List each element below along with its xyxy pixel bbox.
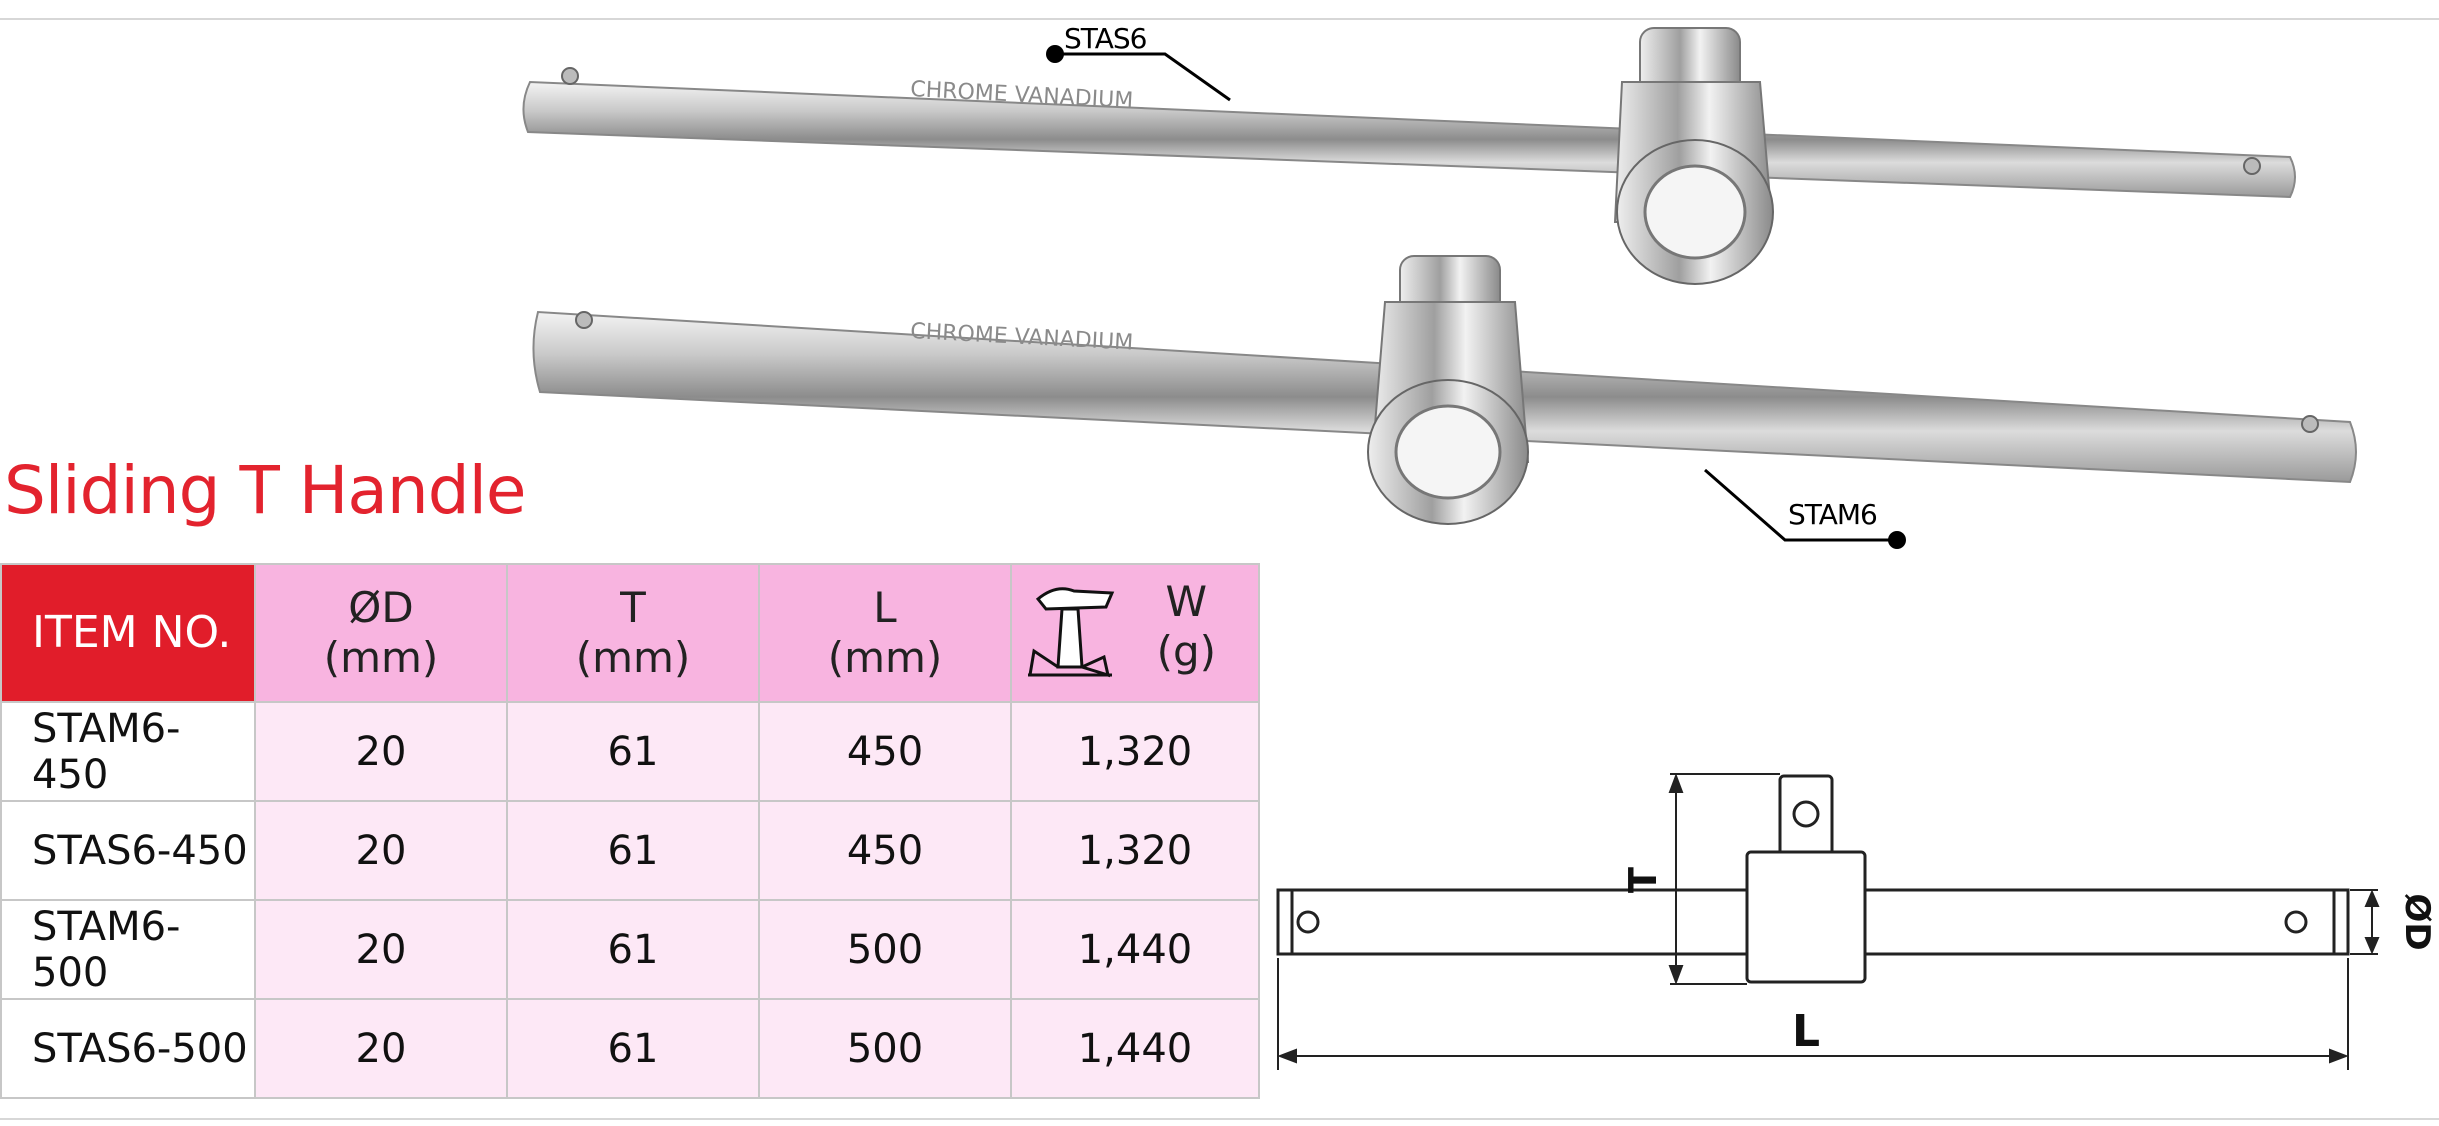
- row-weight: 1,440: [1010, 899, 1260, 1000]
- row-diameter: 20: [254, 998, 508, 1099]
- row-length: 500: [758, 899, 1012, 1000]
- row-t: 61: [506, 701, 760, 802]
- row-t: 61: [506, 998, 760, 1099]
- row-length: 450: [758, 800, 1012, 901]
- header-diameter-unit: (mm): [323, 633, 439, 682]
- table-row: STAS6-450 20 61 450 1,320: [0, 800, 1260, 901]
- header-weight-symbol: W: [1165, 577, 1208, 626]
- callout-label-stam6: STAM6: [1788, 498, 1878, 531]
- product-photo: CHROME VANADIUM CHROME VANADIUM: [522, 27, 2357, 549]
- callout-line-top: [1055, 52, 1231, 102]
- header-t-symbol: T: [620, 582, 646, 632]
- table-row: STAM6-450 20 61 450 1,320: [0, 701, 1260, 802]
- drawing-label-t: T: [1621, 867, 1665, 893]
- header-length: L (mm): [758, 563, 1012, 703]
- callout-line-bottom: [1704, 468, 1897, 542]
- row-length: 450: [758, 701, 1012, 802]
- row-diameter: 20: [254, 701, 508, 802]
- row-t: 61: [506, 800, 760, 901]
- row-length: 500: [758, 998, 1012, 1099]
- header-t-unit: (mm): [575, 633, 691, 682]
- drawing-sliding-head: [1745, 850, 1867, 984]
- header-diameter-symbol: ØD: [348, 582, 414, 632]
- row-t: 61: [506, 899, 760, 1000]
- row-item-no: STAM6-450: [0, 701, 256, 802]
- lower-handle-image: CHROME VANADIUM: [532, 255, 2357, 525]
- header-diameter: ØD (mm): [254, 563, 508, 703]
- header-weight-unit: (g): [1156, 627, 1216, 677]
- row-item-no: STAM6-500: [0, 899, 256, 1000]
- row-item-no: STAS6-450: [0, 800, 256, 901]
- row-weight: 1,320: [1010, 701, 1260, 802]
- row-item-no: STAS6-500: [0, 998, 256, 1099]
- bottom-rule: [0, 1118, 2439, 1120]
- table-row: STAM6-500 20 61 500 1,440: [0, 899, 1260, 1000]
- header-weight-text: W (g): [1157, 577, 1216, 678]
- header-length-symbol: L: [873, 582, 897, 632]
- row-diameter: 20: [254, 899, 508, 1000]
- scale-icon: [1028, 587, 1115, 678]
- spec-table: ITEM NO. ØD (mm) T (mm) L (mm): [0, 563, 1260, 1099]
- page-title: Sliding T Handle: [4, 452, 527, 529]
- row-diameter: 20: [254, 800, 508, 901]
- header-item-no: ITEM NO.: [0, 563, 256, 703]
- drawing-label-l: L: [1792, 1006, 1820, 1057]
- header-length-unit: (mm): [827, 633, 943, 682]
- upper-handle-image: CHROME VANADIUM: [522, 27, 2296, 285]
- dimension-drawing: T L ØD: [1276, 773, 2437, 1070]
- top-rule: [0, 18, 2439, 20]
- callout-label-stas6: STAS6: [1064, 22, 1147, 55]
- header-t: T (mm): [506, 563, 760, 703]
- table-row: STAS6-500 20 61 500 1,440: [0, 998, 1260, 1099]
- row-weight: 1,320: [1010, 800, 1260, 901]
- header-weight: W (g): [1010, 563, 1260, 703]
- table-header-row: ITEM NO. ØD (mm) T (mm) L (mm): [0, 563, 1260, 703]
- row-weight: 1,440: [1010, 998, 1260, 1099]
- drawing-label-d: ØD: [2397, 893, 2437, 950]
